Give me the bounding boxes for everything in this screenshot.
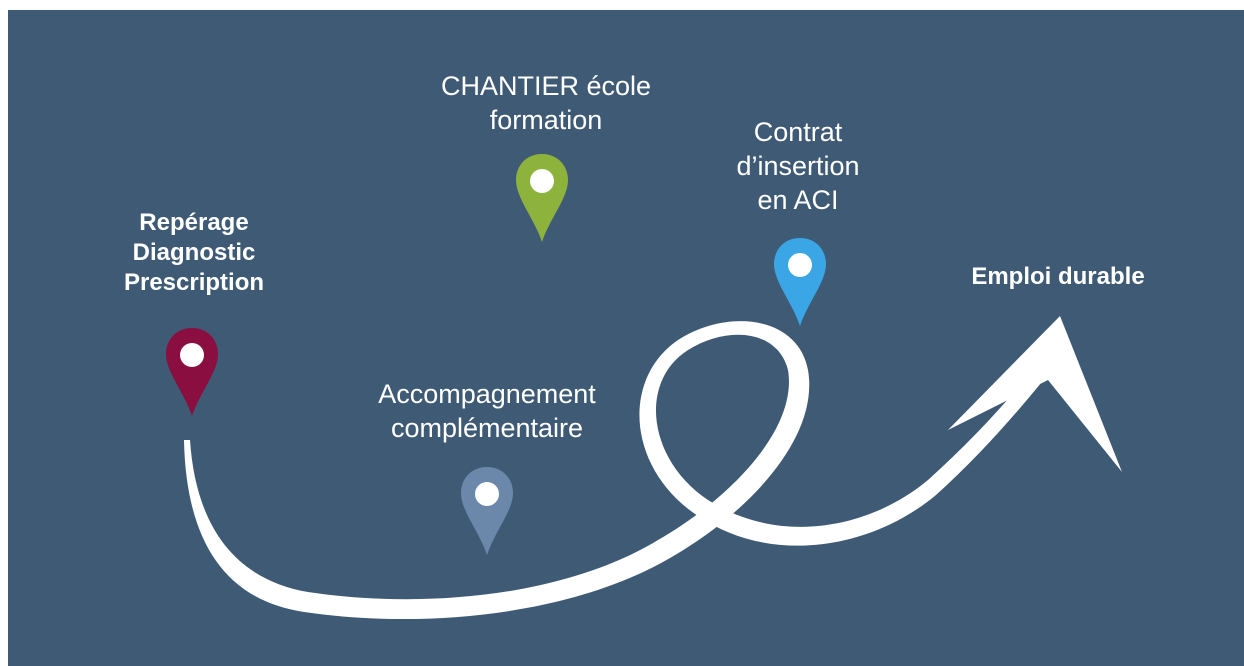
label-reperage-line-1: Repérage bbox=[139, 209, 249, 236]
map-pin-icon-chantier bbox=[516, 154, 568, 242]
label-chantier: CHANTIER école formation bbox=[426, 70, 666, 138]
map-pin-icon-contrat bbox=[774, 238, 826, 326]
label-reperage-line-3: Prescription bbox=[123, 269, 265, 296]
map-pin-icon-accompagnement bbox=[461, 467, 513, 555]
label-contrat: Contrat d’insertion en ACI bbox=[718, 116, 878, 217]
label-emploi-line-1: Emploi durable bbox=[971, 263, 1145, 290]
label-accompagnement: Accompagnement complémentaire bbox=[360, 378, 614, 446]
label-contrat-line-3: en ACI bbox=[757, 184, 839, 215]
label-contrat-line-1: Contrat bbox=[753, 117, 843, 147]
label-emploi: Emploi durable bbox=[948, 262, 1168, 292]
parcours-path-arrow bbox=[184, 316, 1122, 620]
parcours-diagram: Repérage Diagnostic Prescription Accompa… bbox=[8, 10, 1244, 666]
label-reperage: Repérage Diagnostic Prescription bbox=[104, 208, 284, 298]
arrow-head bbox=[948, 316, 1122, 472]
label-accompagnement-line-1: Accompagnement bbox=[378, 379, 596, 409]
map-pin-icon-reperage bbox=[166, 328, 218, 416]
label-contrat-line-2: d’insertion bbox=[736, 150, 860, 181]
label-accompagnement-line-2: complémentaire bbox=[390, 412, 584, 443]
label-chantier-line-1: CHANTIER école bbox=[440, 71, 652, 101]
label-reperage-line-2: Diagnostic bbox=[132, 239, 256, 266]
label-chantier-line-2: formation bbox=[489, 104, 603, 135]
path-ribbon bbox=[184, 321, 1058, 620]
